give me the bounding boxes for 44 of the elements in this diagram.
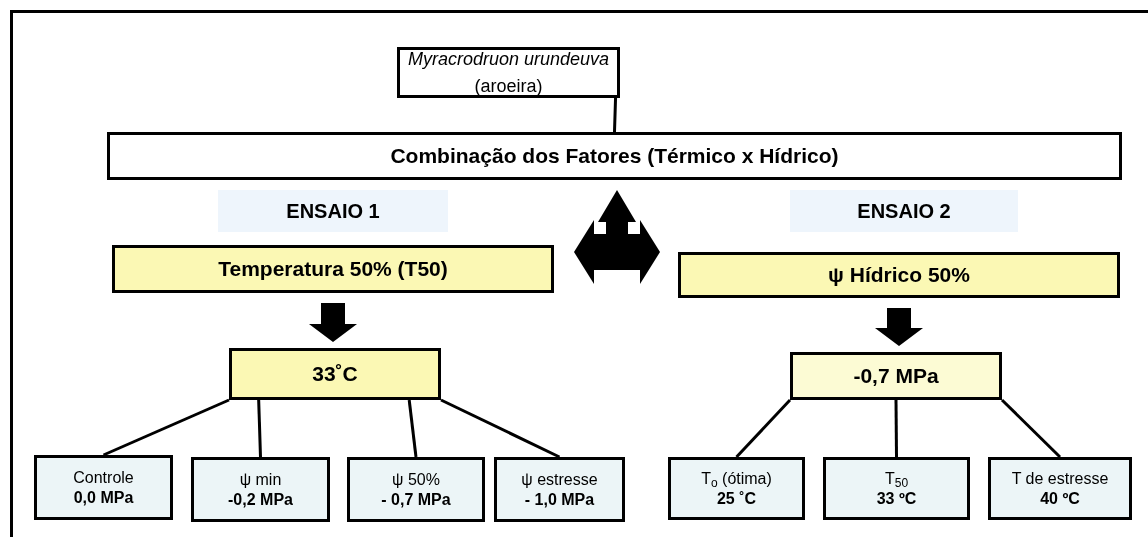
box-title: Temperatura 50% (T50) [218, 256, 448, 283]
treatment-box [988, 457, 1132, 520]
connector-line [613, 97, 618, 133]
box-title: 33˚C [312, 361, 358, 388]
box-title: ENSAIO 1 [286, 199, 380, 224]
box-value: 40 ºC [1040, 488, 1080, 509]
box-title: T$_{o}$ (ótima) [701, 468, 772, 489]
treatment-box [347, 457, 485, 522]
treatment-box [494, 457, 625, 522]
box-value: 0,0 MPa [73, 487, 134, 508]
box-value: - 1,0 MPa [524, 489, 595, 510]
box-title: Myracrodruon urundeuva (aroeira) [406, 47, 611, 98]
box-title: ψ 50% [392, 469, 440, 490]
connector-line [1000, 398, 1062, 459]
condition-box [112, 245, 554, 293]
condition-box [678, 252, 1120, 298]
box-value: -0,2 MPa [228, 489, 293, 510]
condition-box [790, 352, 1002, 400]
connector-line [102, 398, 230, 457]
connector-line [440, 398, 561, 459]
treatment-box [668, 457, 805, 520]
box-title: T$_{50}$ [884, 468, 909, 489]
block-arrow [875, 308, 923, 346]
box-title: ψ estresse [521, 469, 598, 490]
treatment-box [823, 457, 970, 520]
connector-line [894, 400, 898, 457]
connector-line [257, 399, 262, 458]
box-value: 25 ˚C [716, 488, 757, 509]
box-title: ENSAIO 2 [857, 199, 951, 224]
box-value: 33 ºC [876, 488, 917, 509]
box-title: T de estresse [1011, 468, 1109, 489]
box-title: ψ Hídrico 50% [828, 262, 970, 289]
treatment-box [191, 457, 330, 522]
condition-box [229, 348, 441, 400]
block-arrow [309, 303, 357, 342]
box-value: - 0,7 MPa [381, 489, 451, 510]
box-title: Controle [73, 467, 134, 488]
box-title: -0,7 MPa [853, 363, 939, 390]
box-title: ψ min [239, 469, 282, 490]
connector-line [735, 398, 792, 459]
factor-box [107, 132, 1122, 180]
connector-line [407, 399, 418, 458]
treatment-box [34, 455, 173, 520]
box-title: Combinação dos Fatores (Térmico x Hídrico) [390, 143, 839, 170]
